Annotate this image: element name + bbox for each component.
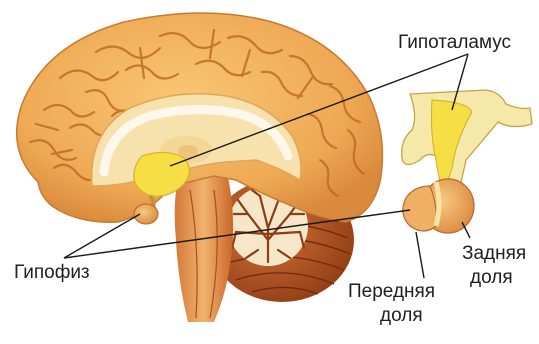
- brainstem: [175, 168, 233, 322]
- anterior-lobe-label-line1: Передняя: [348, 281, 435, 303]
- posterior-lobe-label-line1: Задняя: [462, 243, 526, 265]
- hypothalamus-label: Гипоталамус: [398, 32, 511, 54]
- anterior-lobe-label-line2: доля: [380, 305, 423, 327]
- pituitary-enlarged: [402, 90, 532, 233]
- pituitary-label: Гипофиз: [14, 262, 90, 284]
- posterior-lobe-label-line2: доля: [470, 267, 513, 289]
